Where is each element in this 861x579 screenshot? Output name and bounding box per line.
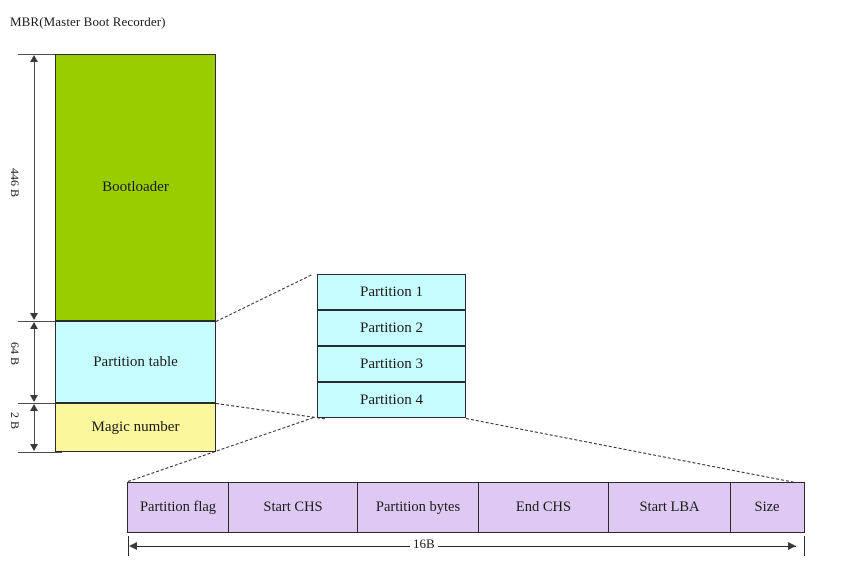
width-tick-left (128, 536, 129, 556)
partition-entry-2[interactable]: Partition 2 (317, 310, 466, 346)
field-cell-start-lba-label: Start LBA (639, 498, 700, 515)
dimension-tick-top (18, 54, 62, 55)
field-cell-end-chs-label: End CHS (515, 498, 572, 515)
dimension-line-64b (34, 323, 35, 401)
arrow-up-446b (30, 55, 38, 62)
size-label-partition-table: 64 B (8, 342, 22, 366)
arrow-up-64b (30, 322, 38, 329)
arrow-down-2b (30, 444, 38, 451)
leader-line-partition-table-top (215, 274, 312, 322)
arrow-left-16b (129, 542, 137, 550)
field-cell-start-lba[interactable]: Start LBA (609, 483, 731, 532)
dimension-tick-bottom (18, 452, 62, 453)
leader-line-partition-table-bottom (215, 403, 325, 420)
dimension-line-2b (34, 405, 35, 450)
partition-entry-3[interactable]: Partition 3 (317, 346, 466, 382)
mbr-block-magic-number[interactable]: Magic number (55, 403, 216, 452)
size-label-bootloader: 446 B (8, 168, 22, 198)
partition-entry-1-label: Partition 1 (360, 283, 423, 300)
mbr-block-partition-table[interactable]: Partition table (55, 321, 216, 403)
field-cell-start-chs-label: Start CHS (263, 498, 323, 515)
field-cell-partition-bytes-label: Partition bytes (375, 498, 461, 515)
partition-entry-2-label: Partition 2 (360, 319, 423, 336)
partition-entry-1[interactable]: Partition 1 (317, 274, 466, 310)
field-cell-partition-flag[interactable]: Partition flag (128, 483, 229, 532)
dimension-line-446b (34, 56, 35, 319)
field-cell-partition-flag-label: Partition flag (139, 498, 217, 515)
leader-line-entry-fields-right (465, 418, 804, 485)
dimension-tick-bootloader-end (18, 321, 62, 322)
mbr-block-partition-table-label: Partition table (93, 353, 178, 370)
size-label-magic-number: 2 B (8, 412, 22, 430)
field-cell-partition-bytes[interactable]: Partition bytes (358, 483, 479, 532)
field-cell-start-chs[interactable]: Start CHS (229, 483, 358, 532)
partition-entry-4[interactable]: Partition 4 (317, 382, 466, 418)
field-cell-size-label: Size (754, 498, 780, 515)
page-title: MBR(Master Boot Recorder) (10, 14, 166, 29)
mbr-block-magic-number-label: Magic number (91, 419, 180, 436)
arrow-down-446b (30, 313, 38, 320)
width-tick-right (804, 536, 805, 556)
entry-total-size-label: 16B (410, 536, 438, 552)
field-cell-end-chs[interactable]: End CHS (479, 483, 609, 532)
arrow-down-64b (30, 395, 38, 402)
mbr-block-bootloader[interactable]: Bootloader (55, 54, 216, 321)
dimension-tick-partition-table-end (18, 403, 62, 404)
width-dimension-line (136, 546, 796, 547)
mbr-block-bootloader-label: Bootloader (102, 179, 169, 196)
field-cell-size[interactable]: Size (731, 483, 803, 532)
arrow-right-16b (788, 542, 796, 550)
partition-entry-field-table: Partition flag Start CHS Partition bytes… (127, 482, 805, 533)
partition-entry-3-label: Partition 3 (360, 355, 423, 372)
arrow-up-2b (30, 404, 38, 411)
partition-entry-4-label: Partition 4 (360, 391, 423, 408)
